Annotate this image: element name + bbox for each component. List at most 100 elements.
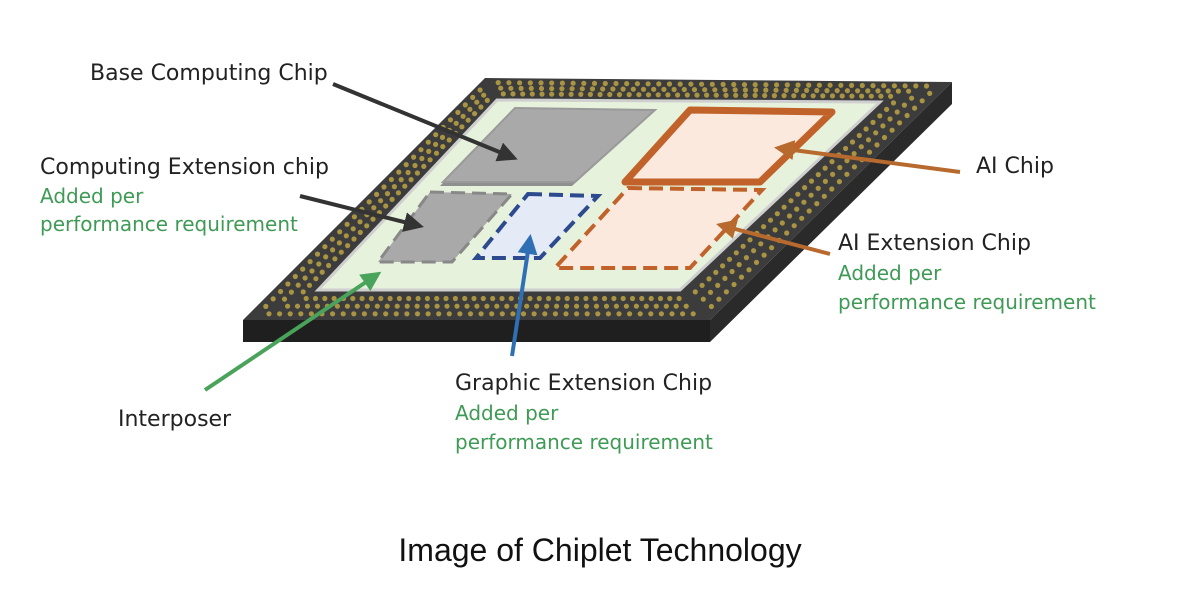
substrate-pad [600, 86, 606, 92]
substrate-pad [889, 127, 895, 133]
substrate-pad [761, 252, 767, 258]
substrate-pad [629, 295, 636, 302]
substrate-pad [699, 282, 705, 288]
substrate-pad [583, 303, 590, 309]
substrate-pad [888, 93, 894, 99]
substrate-pad [570, 80, 576, 86]
substrate-pad [653, 303, 659, 309]
substrate-pad [793, 87, 800, 93]
substrate-pad [506, 80, 512, 86]
substrate-pad [478, 311, 484, 317]
substrate-pad [713, 92, 719, 98]
substrate-pad [338, 249, 344, 255]
substrate-pad [723, 92, 729, 98]
substrate-pad [421, 163, 427, 169]
graphic-extension-note-line2: performance requirement [455, 430, 713, 454]
substrate-pad [470, 94, 476, 100]
substrate-pad [520, 91, 526, 97]
substrate-pad [498, 85, 504, 91]
substrate-pad [624, 81, 630, 87]
substrate-pad [292, 273, 298, 280]
substrate-pad [374, 191, 380, 197]
substrate-pad [636, 92, 642, 98]
graphic-extension-arrow [510, 234, 538, 357]
substrate-pad [263, 303, 269, 309]
substrate-pad [287, 311, 293, 317]
substrate-pad [677, 81, 683, 87]
substrate-pad [559, 86, 565, 92]
substrate-pad [350, 295, 356, 302]
substrate-pad [391, 184, 397, 190]
substrate-pad [554, 303, 560, 309]
substrate-pad [546, 295, 552, 302]
substrate-pad [865, 137, 872, 143]
substrate-pad [411, 154, 417, 160]
figure-caption: Image of Chiplet Technology [398, 532, 802, 568]
substrate-pad [405, 169, 411, 176]
substrate-pad [814, 87, 820, 94]
substrate-pad [306, 282, 313, 288]
substrate-pad [372, 311, 378, 317]
substrate-pad [389, 196, 395, 202]
substrate-pad [396, 295, 402, 302]
substrate-pad [783, 87, 789, 93]
substrate-pad [885, 88, 891, 94]
substrate-pad [815, 172, 821, 178]
substrate-pad [729, 268, 735, 275]
substrate-side-front [243, 320, 710, 342]
substrate-pad [304, 303, 311, 309]
substrate-pad [295, 282, 301, 288]
substrate-pad [434, 295, 440, 302]
substrate-pad [620, 86, 626, 92]
interposer-label: Interposer [118, 407, 232, 432]
substrate-pad [384, 191, 391, 197]
substrate-pad [651, 86, 657, 92]
substrate-pad [843, 145, 849, 152]
substrate-pad [851, 164, 858, 170]
substrate-pad [285, 281, 291, 287]
substrate-pad [351, 236, 357, 242]
substrate-pad [858, 144, 864, 150]
substrate-pad [583, 295, 589, 302]
substrate-pad [639, 295, 645, 302]
substrate-pad [822, 178, 829, 184]
substrate-pad [890, 100, 897, 106]
substrate-pad [808, 192, 814, 198]
substrate-pad [387, 295, 393, 302]
substrate-pad [665, 92, 671, 98]
substrate-pad [266, 311, 272, 317]
substrate-pad [477, 87, 483, 93]
substrate-pad [667, 295, 673, 302]
substrate-pad [688, 81, 694, 87]
substrate-pad [294, 303, 301, 309]
substrate-pad [402, 183, 408, 189]
substrate-pad [815, 185, 821, 191]
substrate-pad [434, 303, 440, 309]
substrate-pad [467, 311, 474, 317]
substrate-pad [692, 289, 698, 295]
substrate-pad [308, 311, 314, 317]
substrate-pad [791, 223, 797, 229]
substrate-pad [307, 259, 313, 265]
ai-extension-chip [550, 185, 767, 270]
substrate-pad [415, 295, 421, 302]
ai-chip-arrow [774, 140, 961, 174]
substrate-pad [371, 205, 377, 211]
substrate-pad [564, 295, 570, 302]
substrate-pad [881, 83, 887, 89]
substrate-pad [680, 311, 686, 317]
substrate-pad [510, 91, 516, 97]
substrate-pad [640, 86, 647, 92]
substrate-pad [774, 211, 780, 217]
substrate-pad [408, 177, 414, 183]
substrate-pad [601, 295, 608, 302]
substrate-pad [460, 113, 466, 119]
substrate-pad [350, 226, 356, 232]
substrate-pad [472, 111, 478, 117]
substrate-pad [524, 303, 530, 309]
substrate-pad [357, 229, 363, 235]
substrate-pad [319, 269, 325, 275]
substrate-pad [645, 92, 652, 98]
substrate-pad [648, 311, 654, 317]
substrate-pad [384, 303, 390, 309]
